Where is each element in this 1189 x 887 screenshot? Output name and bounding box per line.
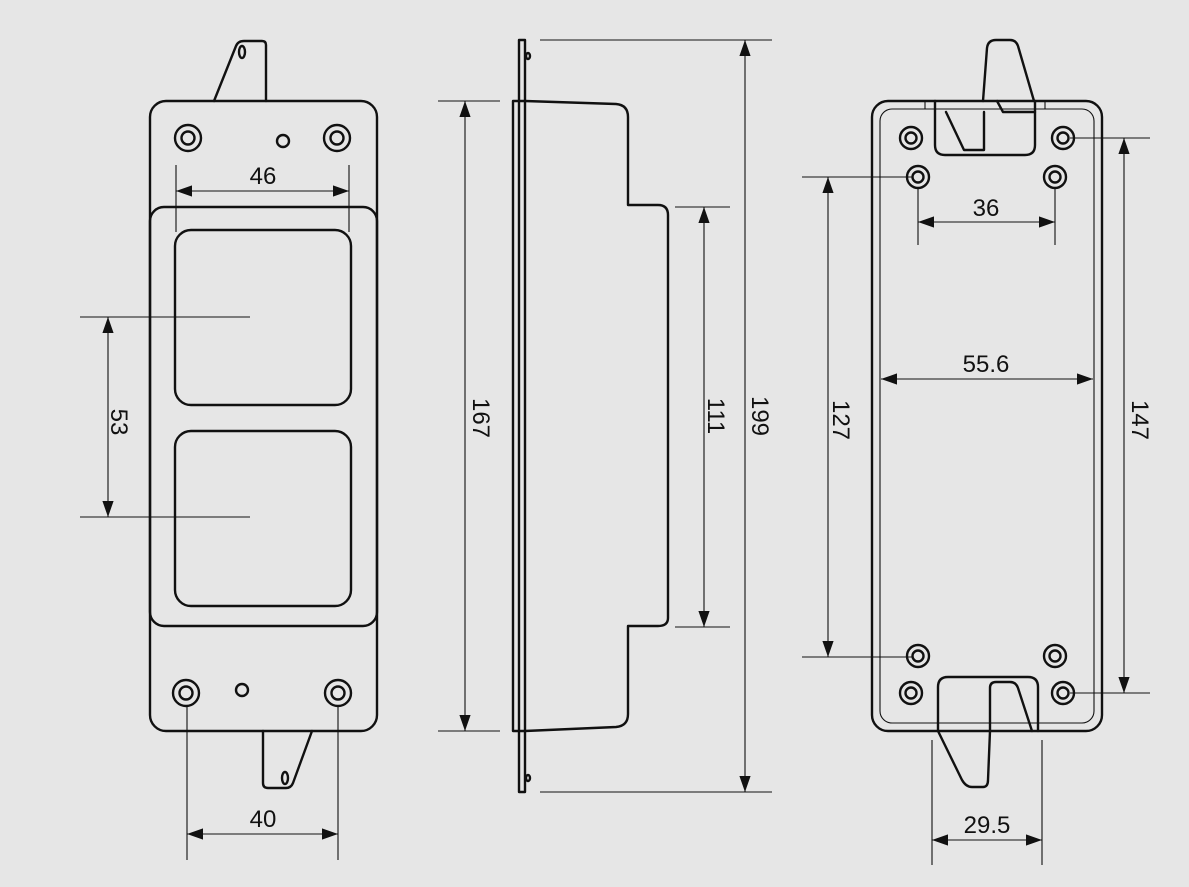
front-window-lower [173, 429, 353, 608]
dimension-36: 36 [917, 188, 1056, 245]
back-bottom-notch [936, 675, 1040, 733]
front-mounting-hole-bottom-left [171, 678, 201, 708]
dimension-53: 53 [80, 316, 250, 518]
back-top-notch-edge [995, 99, 1037, 114]
front-top-tab [212, 39, 268, 103]
dimension-111: 111 [675, 206, 730, 628]
front-bottom-tab [261, 729, 314, 790]
side-plate [517, 38, 527, 794]
side-bottom-tab-hole [524, 773, 532, 783]
front-view: 46 53 40 [80, 39, 379, 860]
front-mounting-hole-bottom-right [323, 678, 353, 708]
front-plate [148, 99, 379, 733]
dimension-127-label: 127 [827, 400, 854, 440]
back-hole-top-right-inner [1042, 164, 1068, 190]
back-top-notch [933, 99, 1037, 157]
dimension-111-label: 111 [702, 398, 729, 434]
dimension-199: 199 [540, 39, 773, 793]
front-small-hole-bottom [234, 682, 250, 698]
dimension-55-6: 55.6 [881, 351, 1093, 385]
dimension-29-5: 29.5 [931, 740, 1043, 865]
back-hole-bottom-left-outer [898, 680, 924, 706]
dimension-46: 46 [175, 163, 350, 232]
front-bottom-tab-hole [280, 770, 290, 786]
back-top-notch-tab [944, 110, 986, 152]
back-hole-bottom-right-inner [1042, 643, 1068, 669]
dimension-127: 127 [802, 176, 912, 658]
dimension-199-label: 199 [746, 396, 773, 436]
dimension-36-label: 36 [973, 195, 1000, 222]
front-body [148, 205, 379, 628]
front-mounting-hole-top-right [322, 123, 352, 153]
side-body [511, 99, 670, 733]
dimension-55-6-label: 55.6 [963, 351, 1010, 378]
dimension-147: 147 [1070, 137, 1153, 694]
dimension-40-label: 40 [250, 806, 277, 833]
dimension-40: 40 [186, 705, 339, 860]
side-top-tab-hole [524, 51, 532, 61]
dimension-167-label: 167 [467, 398, 494, 438]
back-hole-bottom-left-inner [905, 643, 931, 669]
back-bottom-tab [936, 729, 992, 789]
dimension-53-label: 53 [105, 409, 132, 436]
back-bottom-notch-tab [988, 680, 1034, 733]
dimension-167: 167 [438, 100, 500, 732]
back-hole-top-left-outer [898, 125, 924, 151]
side-view: 167 111 199 [438, 38, 773, 794]
front-top-tab-hole [237, 44, 247, 60]
dimension-147-label: 147 [1126, 400, 1153, 440]
back-frame-outer [870, 99, 1104, 733]
front-mounting-hole-top-left [173, 123, 203, 153]
dimension-29-5-label: 29.5 [964, 812, 1011, 839]
front-small-hole-top [275, 133, 291, 149]
dimension-46-label: 46 [250, 163, 277, 190]
back-frame-inner [879, 108, 1095, 724]
back-top-tab [981, 38, 1036, 103]
back-view: 36 55.6 127 147 29.5 [802, 38, 1153, 865]
